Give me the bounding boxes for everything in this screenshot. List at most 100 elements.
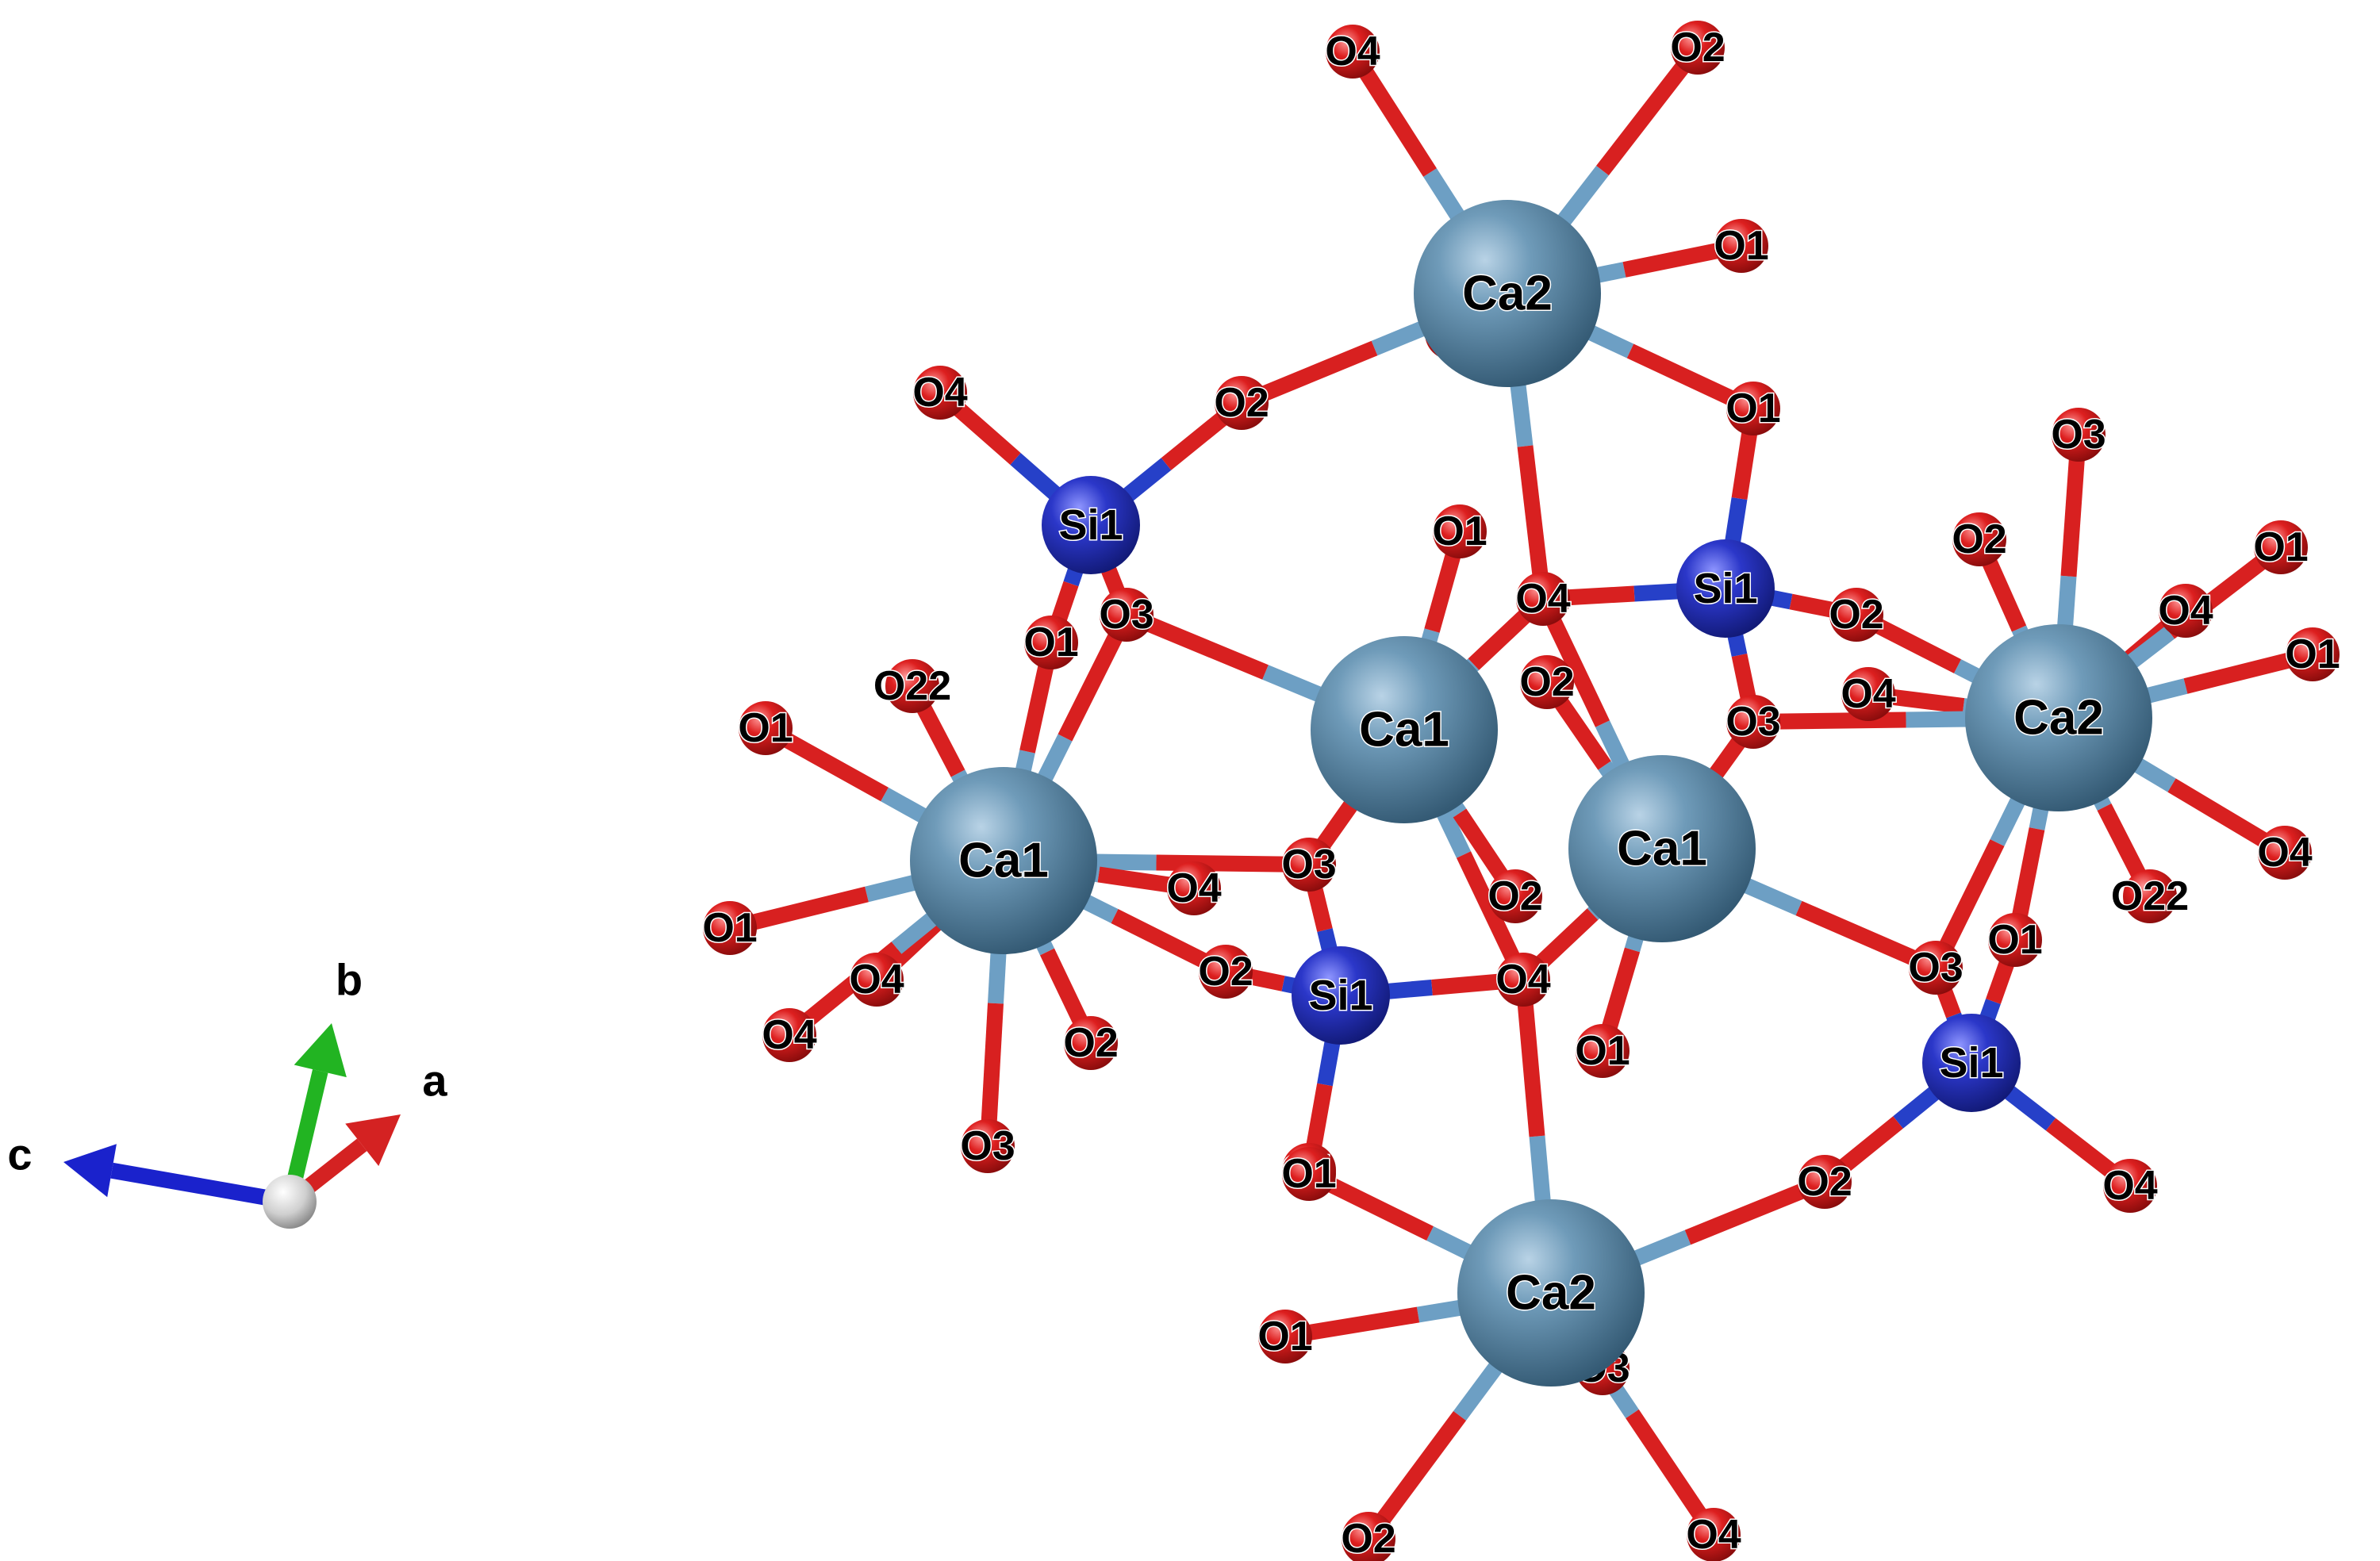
o-sphere (1687, 1508, 1741, 1561)
atom-label: Ca2 (1462, 267, 1553, 321)
o-sphere (913, 366, 967, 420)
atom-o_r10[interactable]: O2 (1951, 512, 2008, 566)
o-sphere (1064, 1016, 1118, 1070)
o-sphere (961, 1119, 1015, 1173)
atom-o_t1[interactable]: O4 (1324, 25, 1381, 79)
atom-si1_bottomleft[interactable]: Si1 (1292, 946, 1390, 1045)
atom-o_l1[interactable]: O1 (1023, 616, 1080, 669)
atom-o_r6[interactable]: O1 (2284, 627, 2341, 681)
atom-ca2_bottom[interactable]: Ca2 (1457, 1199, 1645, 1386)
o-sphere (885, 659, 939, 713)
atom-o_t7[interactable]: O4 (912, 366, 969, 420)
atom-label: O4 (1325, 29, 1380, 75)
atom-o_l9[interactable]: O3 (959, 1119, 1016, 1173)
atom-o_r7[interactable]: O22 (2109, 869, 2190, 923)
atom-o_c1[interactable]: O1 (1431, 504, 1488, 558)
atom-o_b2[interactable]: O1 (1257, 1310, 1314, 1363)
o-sphere (1199, 945, 1253, 999)
atom-o_l10[interactable]: O4 (1165, 861, 1223, 915)
atom-label: Si1 (1058, 501, 1123, 549)
o-sphere (1576, 1024, 1630, 1078)
ca-sphere (1457, 1199, 1645, 1386)
ca-sphere (1414, 200, 1601, 387)
atom-label: O22 (873, 663, 951, 709)
atom-si1_center[interactable]: Si1 (1676, 539, 1775, 638)
atom-o_r8[interactable]: O3 (1907, 941, 1964, 995)
atom-o_r5[interactable]: O1 (2252, 520, 2309, 574)
atom-o_t5[interactable]: O1 (1725, 382, 1782, 435)
atom-o_r12[interactable]: O3 (1725, 695, 1782, 749)
atom-ca2_right[interactable]: Ca2 (1965, 624, 2152, 811)
atom-o_b3[interactable]: O2 (1796, 1155, 1853, 1209)
o-sphere (1024, 616, 1078, 669)
o-sphere (762, 1008, 816, 1062)
atom-o_t6[interactable]: O2 (1213, 376, 1270, 430)
atom-o_r4[interactable]: O4 (2157, 584, 2214, 638)
atom-o_r13[interactable]: O4 (2102, 1159, 2159, 1213)
atom-label: Si1 (1693, 565, 1757, 612)
o-sphere (1282, 838, 1336, 892)
atom-label: O4 (1515, 576, 1570, 622)
atom-label: Ca2 (1506, 1266, 1596, 1321)
atom-o_r1[interactable]: O3 (2050, 408, 2107, 462)
atom-label: O1 (702, 905, 757, 951)
atom-label: O4 (2257, 830, 2312, 876)
ca-sphere (1311, 636, 1498, 823)
atom-ca1_left[interactable]: Ca1 (910, 767, 1097, 954)
atom-o_c4[interactable]: O3 (1280, 838, 1338, 892)
atom-o_r11[interactable]: O4 (2256, 826, 2313, 880)
atom-o_c8[interactable]: O1 (1574, 1024, 1631, 1078)
atom-o_l2[interactable]: O3 (1098, 588, 1155, 642)
axis-c-shaft (110, 1162, 291, 1210)
atom-si1_topleft[interactable]: Si1 (1042, 476, 1140, 574)
o-sphere (1342, 1512, 1395, 1561)
atom-o_r3[interactable]: O4 (1840, 667, 1897, 721)
atom-label: O4 (2158, 588, 2213, 634)
o-sphere (1798, 1155, 1852, 1209)
atom-o_b5[interactable]: O2 (1340, 1512, 1397, 1561)
atom-label: O1 (1726, 385, 1780, 431)
axis-a-label: a (422, 1056, 447, 1106)
atom-label: O3 (2051, 412, 2106, 458)
atom-o_r9[interactable]: O1 (1987, 913, 2044, 967)
atom-label: O4 (1166, 865, 1221, 911)
axis-origin-sphere (263, 1175, 317, 1229)
atom-o_l6[interactable]: O4 (848, 953, 905, 1007)
atom-label: O4 (1841, 671, 1895, 717)
atom-label: O1 (1987, 917, 2042, 963)
atom-label: Ca1 (958, 834, 1049, 888)
atom-label: O22 (2111, 873, 2189, 919)
atom-label: O1 (1432, 508, 1487, 554)
atom-o_l5[interactable]: O1 (701, 901, 758, 955)
atom-o_l4[interactable]: O1 (737, 701, 794, 755)
atom-label: O3 (960, 1123, 1015, 1169)
atom-ca1_center[interactable]: Ca1 (1311, 636, 1498, 823)
o-sphere (1282, 1147, 1336, 1201)
atom-o_l3[interactable]: O22 (872, 659, 953, 713)
atom-ca1_mid[interactable]: Ca1 (1568, 755, 1756, 942)
atom-o_c5[interactable]: O2 (1518, 655, 1576, 709)
atom-label: O2 (1214, 380, 1269, 426)
atom-ca2_top[interactable]: Ca2 (1414, 200, 1601, 387)
atom-o_c2[interactable]: O4 (1514, 572, 1572, 626)
atom-o_b1[interactable]: O1 (1280, 1147, 1338, 1201)
atom-o_c6[interactable]: O2 (1487, 869, 1544, 923)
o-sphere (1726, 695, 1780, 749)
atom-si1_bottomright[interactable]: Si1 (1922, 1014, 2021, 1112)
atom-label: O4 (762, 1012, 816, 1058)
atom-o_t3[interactable]: O1 (1713, 219, 1770, 273)
axis-triad: abc (7, 955, 447, 1229)
atom-label: O1 (1575, 1028, 1630, 1074)
atom-o_b6[interactable]: O4 (1685, 1508, 1742, 1561)
atom-o_c3[interactable]: O2 (1197, 945, 1254, 999)
atom-label: O2 (1797, 1159, 1852, 1205)
o-sphere (1671, 21, 1725, 75)
si-sphere (1292, 946, 1390, 1045)
atom-o_l7[interactable]: O4 (761, 1008, 818, 1062)
atom-o_r2[interactable]: O2 (1828, 588, 1885, 642)
atom-o_l8[interactable]: O2 (1062, 1016, 1119, 1070)
atom-o_c7[interactable]: O4 (1495, 953, 1552, 1007)
atom-o_t2[interactable]: O2 (1669, 21, 1726, 75)
